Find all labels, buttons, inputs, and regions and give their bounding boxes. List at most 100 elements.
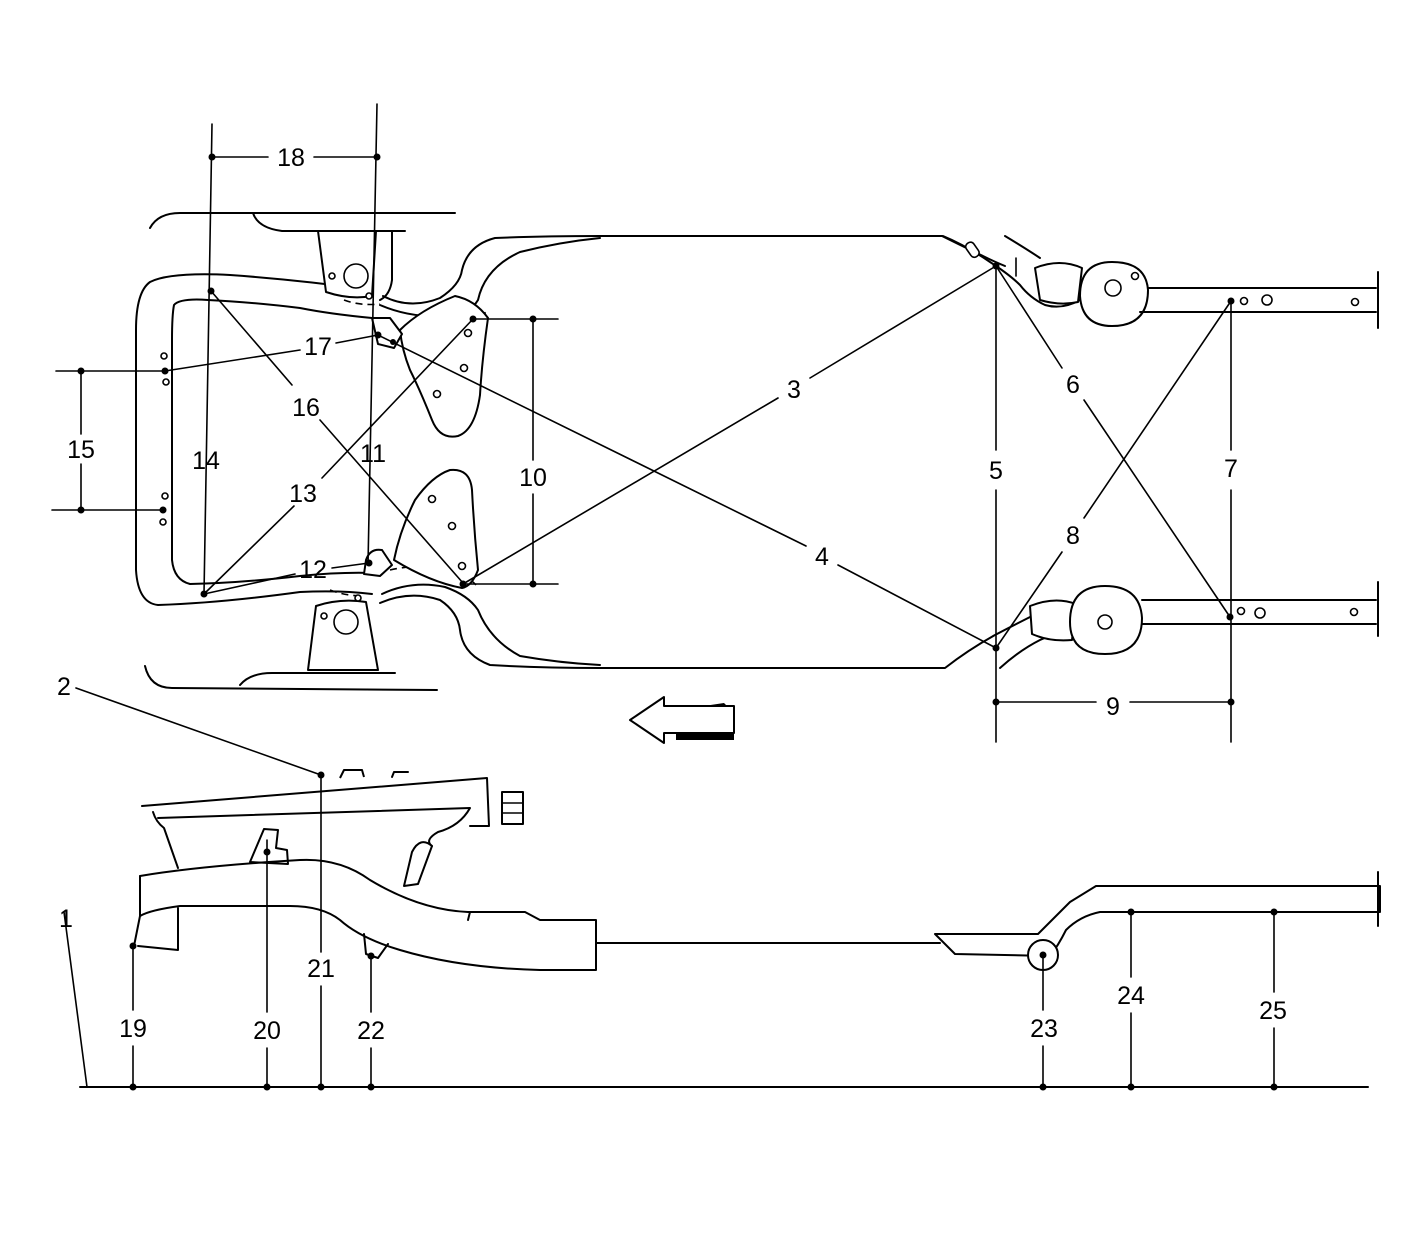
callout-4: 4 bbox=[815, 543, 829, 571]
upper-mount-bolt-hole-2 bbox=[365, 292, 373, 300]
callout-22: 22 bbox=[357, 1017, 385, 1045]
dim-4-line-right bbox=[837, 564, 997, 649]
callout-11: 11 bbox=[360, 440, 386, 468]
rear-frame-rail bbox=[934, 885, 1381, 957]
side-strut-bracket bbox=[403, 841, 433, 887]
upper-rail-hole-2 bbox=[1261, 294, 1273, 306]
upper-mount-bolt-hole bbox=[328, 272, 336, 280]
front-crossmember-outer bbox=[135, 273, 373, 606]
dim-13-line-upper bbox=[321, 318, 474, 479]
callout-1-leader bbox=[63, 911, 88, 1088]
point-10-bottom bbox=[529, 580, 537, 588]
lower-tower-hole-3 bbox=[457, 561, 467, 571]
point-rear-upper bbox=[992, 262, 1000, 270]
callout-labels: 1 2 3 4 5 6 7 8 9 10 11 12 13 14 15 16 1… bbox=[57, 144, 1287, 1045]
point-front-lower bbox=[200, 590, 208, 598]
point-22-top bbox=[367, 952, 375, 960]
lower-rail-hole-3 bbox=[1349, 607, 1359, 617]
upper-rail-hole-3 bbox=[1350, 297, 1360, 307]
point-9-left bbox=[992, 698, 1000, 706]
upper-shackle-plate bbox=[1034, 262, 1083, 305]
callout-16: 16 bbox=[292, 394, 320, 422]
callout-19: 19 bbox=[119, 1015, 147, 1043]
upper-tower-hole-2 bbox=[459, 363, 469, 373]
right-rail-bottom-inner bbox=[381, 583, 601, 666]
dim-14-line bbox=[203, 123, 213, 595]
front-frame-horn bbox=[133, 875, 141, 947]
lower-hanger-eye bbox=[1097, 614, 1113, 630]
point-upper-steering bbox=[374, 331, 382, 339]
callout-20: 20 bbox=[253, 1017, 281, 1045]
callout-1: 1 bbox=[59, 905, 73, 933]
body-panel-tab-2 bbox=[391, 771, 409, 778]
callout-7: 7 bbox=[1224, 455, 1238, 483]
point-20-top bbox=[263, 848, 271, 856]
point-rail-lower bbox=[1226, 613, 1234, 621]
point-25-datum bbox=[1270, 1083, 1278, 1091]
measurement-points bbox=[77, 153, 1235, 706]
point-10-top bbox=[529, 315, 537, 323]
callout-17: 17 bbox=[304, 333, 332, 361]
point-24-datum bbox=[1127, 1083, 1135, 1091]
callout-13: 13 bbox=[289, 480, 317, 508]
dim-12-line-left bbox=[203, 573, 296, 595]
front-frame-rail bbox=[139, 858, 597, 971]
point-20-datum bbox=[263, 1083, 271, 1091]
crossmember-hole-1 bbox=[160, 352, 168, 360]
dim-17-line-right bbox=[335, 334, 379, 344]
lower-mount-bolt-hole bbox=[320, 612, 328, 620]
callout-8: 8 bbox=[1066, 522, 1080, 550]
upper-hanger-hole bbox=[1130, 271, 1140, 281]
point-19-top bbox=[129, 942, 137, 950]
callout-2: 2 bbox=[57, 673, 71, 701]
lower-rail-hole-1 bbox=[1236, 606, 1246, 616]
dim-4-line-left bbox=[377, 334, 807, 547]
lower-rear-rail bbox=[1141, 599, 1377, 625]
body-panel-top bbox=[141, 777, 490, 827]
point-lower-steering bbox=[365, 559, 373, 567]
rear-upper-slot bbox=[964, 241, 980, 259]
callout-24: 24 bbox=[1117, 982, 1145, 1010]
side-mount-bracket bbox=[249, 828, 289, 865]
crossmember-hole-3 bbox=[161, 492, 169, 500]
callout-5: 5 bbox=[989, 457, 1003, 485]
lower-shackle-plate bbox=[1029, 599, 1077, 642]
upper-mount-hole bbox=[343, 263, 369, 289]
top-view-dimensions bbox=[51, 103, 1235, 743]
point-left-upper-hole bbox=[161, 367, 169, 375]
frame-side-view bbox=[63, 687, 1381, 1091]
callout-12: 12 bbox=[299, 556, 327, 584]
dim-8-line-top bbox=[1083, 300, 1232, 519]
point-front-upper bbox=[207, 287, 215, 295]
callout-10: 10 bbox=[519, 464, 547, 492]
front-frame-bracket bbox=[137, 907, 179, 951]
crossmember-hole-4 bbox=[159, 518, 167, 526]
point-25-top bbox=[1270, 908, 1278, 916]
lower-tower-hole-2 bbox=[447, 521, 457, 531]
frame-top-view bbox=[135, 212, 1379, 691]
point-24-top bbox=[1127, 908, 1135, 916]
callout-21: 21 bbox=[307, 955, 335, 983]
callout-9: 9 bbox=[1106, 693, 1120, 721]
lower-body-edge bbox=[144, 665, 438, 691]
dim-16-line-right bbox=[319, 419, 464, 584]
point-18-right bbox=[373, 153, 381, 161]
point-23-datum bbox=[1039, 1083, 1047, 1091]
callout-6: 6 bbox=[1066, 371, 1080, 399]
dim-8-line-bottom bbox=[995, 551, 1063, 649]
dim-6-line-top bbox=[995, 265, 1063, 369]
point-rear-lower bbox=[992, 644, 1000, 652]
body-panel-lower bbox=[157, 807, 471, 847]
rail-step bbox=[467, 911, 471, 921]
crossmember-hole-2 bbox=[162, 378, 170, 386]
upper-front-mount bbox=[317, 230, 377, 299]
left-rail-kickup-upper bbox=[1004, 235, 1041, 259]
callout-23: 23 bbox=[1030, 1015, 1058, 1043]
lower-wheelhouse-edge bbox=[239, 672, 396, 686]
front-crossmember-inner bbox=[171, 298, 373, 585]
point-upper-tower bbox=[469, 315, 477, 323]
upper-rail-hole-1 bbox=[1239, 296, 1249, 306]
callout-14: 14 bbox=[192, 447, 220, 475]
